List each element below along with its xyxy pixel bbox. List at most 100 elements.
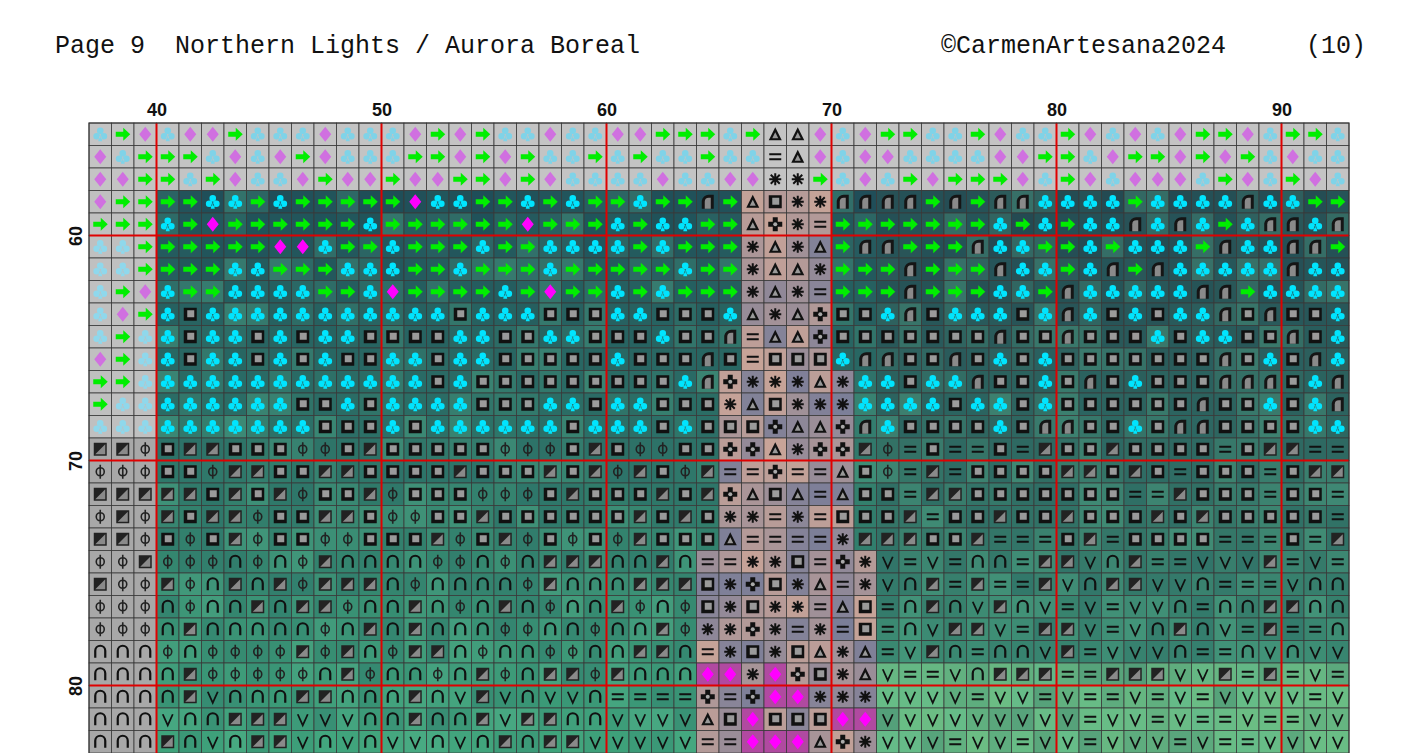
cell-fill [134, 348, 157, 371]
stitch-symbol [772, 198, 779, 205]
cell-fill [224, 191, 247, 214]
stitch-cell [1214, 236, 1237, 259]
stitch-cell [809, 281, 832, 304]
stitch-symbol [502, 355, 509, 362]
stitch-symbol [907, 198, 913, 209]
stitch-cell [1012, 326, 1035, 349]
stitch-cell [1169, 191, 1192, 214]
cell-fill [157, 371, 180, 394]
stitch-symbol [1290, 333, 1296, 344]
stitch-symbol [885, 333, 892, 340]
cell-fill [404, 303, 427, 326]
cell-fill [224, 326, 247, 349]
stitch-cell [359, 303, 382, 326]
stitch-cell [382, 303, 405, 326]
cell-fill [1034, 123, 1057, 146]
stitch-cell [404, 146, 427, 169]
stitch-cell [652, 326, 675, 349]
stitch-cell [1282, 303, 1305, 326]
stitch-cell [1057, 258, 1080, 281]
stitch-cell [742, 236, 765, 259]
stitch-cell [1079, 213, 1102, 236]
cell-fill [337, 303, 360, 326]
stitch-cell [1282, 123, 1305, 146]
stitch-cell [112, 213, 135, 236]
stitch-cell [337, 326, 360, 349]
stitch-cell [89, 146, 112, 169]
stitch-cell [1012, 348, 1035, 371]
stitch-symbol [792, 286, 804, 298]
stitch-symbol [1177, 220, 1183, 231]
stitch-symbol [592, 310, 599, 317]
stitch-cell [1124, 168, 1147, 191]
cell-fill [967, 303, 990, 326]
cell-fill [1034, 168, 1057, 191]
cell-fill [607, 168, 630, 191]
stitch-cell [494, 326, 517, 349]
stitch-cell [629, 213, 652, 236]
cell-fill [607, 213, 630, 236]
cell-fill [809, 281, 832, 304]
stitch-symbol [862, 355, 868, 366]
stitch-cell [1169, 348, 1192, 371]
cell-fill [1214, 191, 1237, 214]
cell-fill [1259, 146, 1282, 169]
stitch-cell [764, 168, 787, 191]
stitch-cell [1327, 303, 1350, 326]
stitch-cell [944, 146, 967, 169]
stitch-cell [1304, 191, 1327, 214]
stitch-cell [112, 236, 135, 259]
stitch-cell [1169, 123, 1192, 146]
cell-fill [1012, 258, 1035, 281]
stitch-cell [674, 258, 697, 281]
stitch-cell [854, 258, 877, 281]
stitch-cell [832, 146, 855, 169]
stitch-cell [584, 213, 607, 236]
stitch-cell [247, 348, 270, 371]
cell-fill [1079, 213, 1102, 236]
stitch-symbol [1155, 355, 1162, 362]
cell-fill [742, 326, 765, 349]
stitch-cell [652, 123, 675, 146]
stitch-cell [292, 258, 315, 281]
stitch-cell [989, 236, 1012, 259]
cell-fill [269, 348, 292, 371]
stitch-cell [517, 326, 540, 349]
stitch-cell [1282, 326, 1305, 349]
stitch-symbol [1132, 333, 1139, 340]
stitch-cell [382, 348, 405, 371]
stitch-cell [1012, 303, 1035, 326]
stitch-cell [1214, 348, 1237, 371]
stitch-cell [809, 326, 832, 349]
stitch-cell [787, 191, 810, 214]
stitch-cell [787, 281, 810, 304]
cell-fill [1124, 236, 1147, 259]
stitch-cell [674, 348, 697, 371]
stitch-symbol [1065, 333, 1071, 344]
stitch-cell [112, 303, 135, 326]
stitch-cell [944, 348, 967, 371]
cell-fill [314, 326, 337, 349]
stitch-cell [584, 123, 607, 146]
stitch-cell [854, 303, 877, 326]
cell-fill [1147, 123, 1170, 146]
stitch-cell [449, 326, 472, 349]
stitch-cell [1124, 281, 1147, 304]
stitch-cell [719, 146, 742, 169]
stitch-cell [967, 281, 990, 304]
stitch-cell [1012, 168, 1035, 191]
stitch-cell [697, 191, 720, 214]
cell-fill [1169, 191, 1192, 214]
stitch-cell [1147, 258, 1170, 281]
stitch-cell [742, 213, 765, 236]
stitch-cell [832, 168, 855, 191]
stitch-cell [112, 168, 135, 191]
cell-fill [719, 303, 742, 326]
stitch-symbol [1200, 288, 1206, 299]
stitch-cell [742, 281, 765, 304]
stitch-cell [832, 303, 855, 326]
stitch-cell [202, 123, 225, 146]
cell-fill [224, 281, 247, 304]
cell-fill [202, 146, 225, 169]
stitch-cell [157, 236, 180, 259]
